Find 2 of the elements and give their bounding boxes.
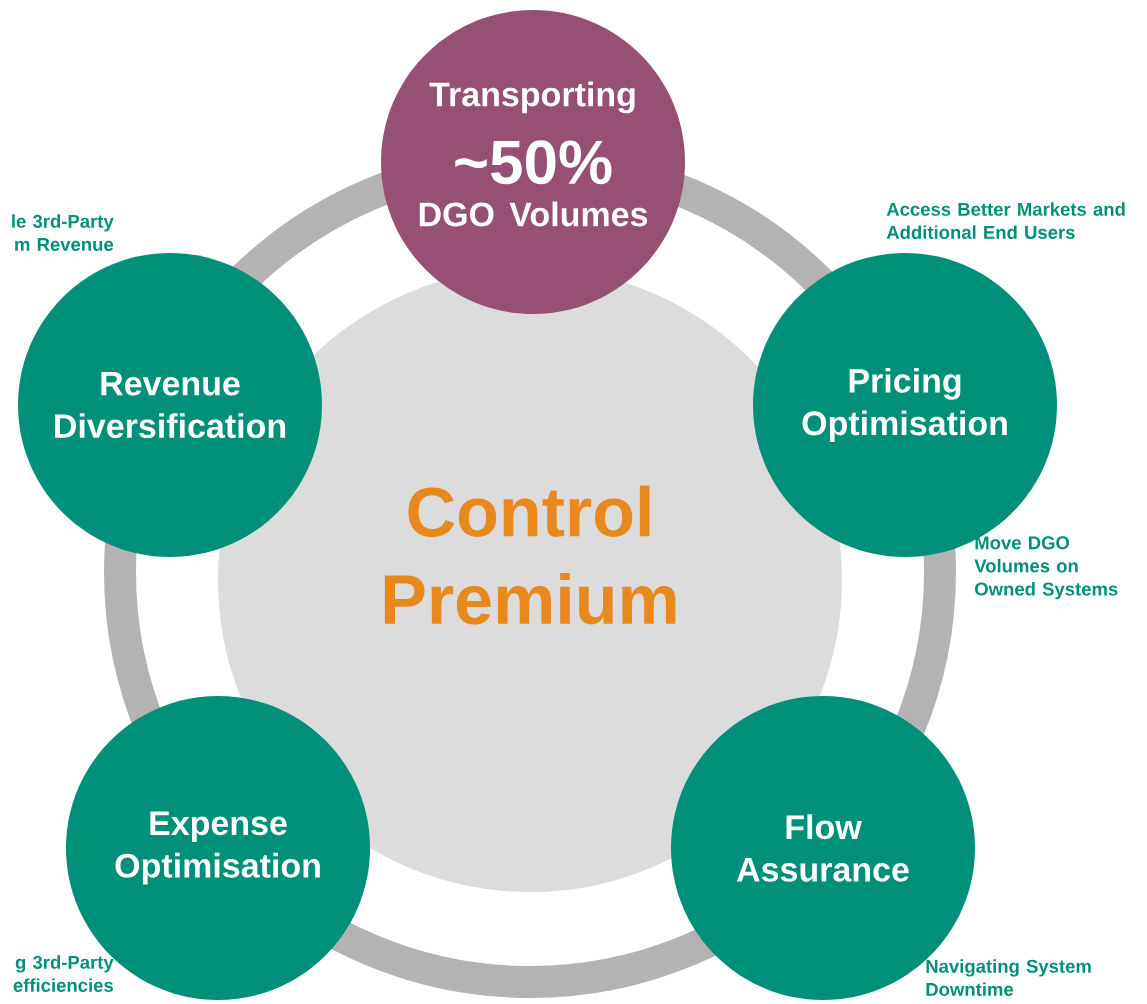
annotation-text: le 3rd-Party m Revenue	[12, 214, 114, 251]
annotation-text: Access Better Markets and Additional End Users	[886, 202, 1125, 239]
